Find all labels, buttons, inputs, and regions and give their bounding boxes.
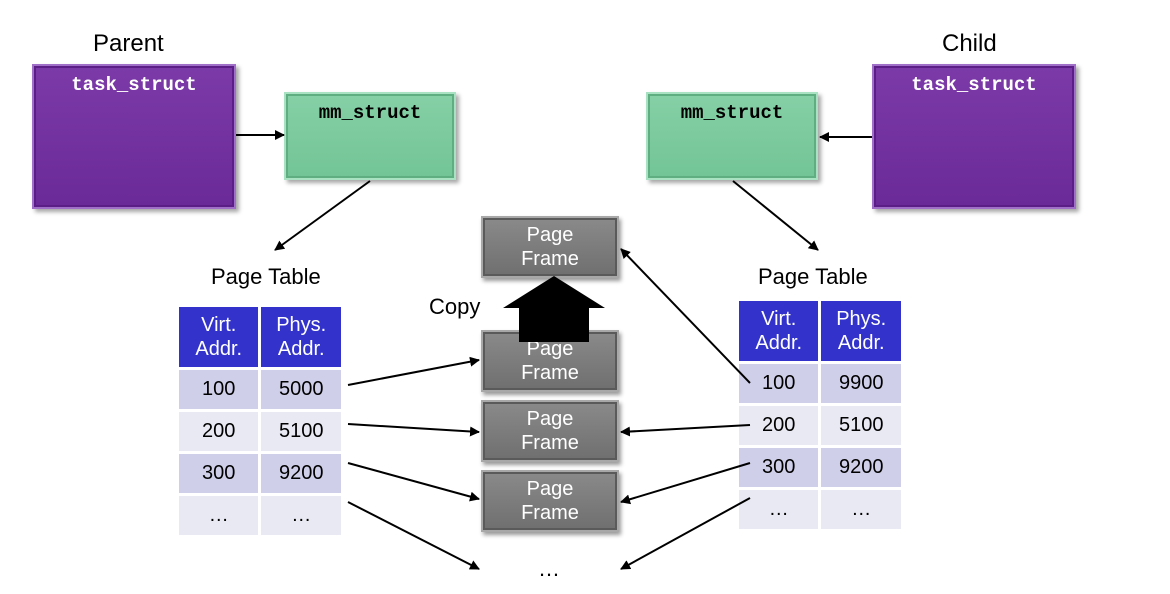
frame-label-line: Page	[526, 224, 574, 246]
arrow-child-row1	[620, 248, 751, 384]
page-frame-copied: Page Frame	[481, 216, 619, 278]
arrow-parent-row2	[347, 423, 480, 437]
phys-cell: 5000	[261, 370, 341, 409]
phys-cell: …	[261, 496, 341, 535]
phys-cell: 5100	[821, 406, 901, 445]
virt-cell: …	[179, 496, 259, 535]
parent-task-struct-label: task_struct	[71, 74, 197, 96]
frame-label-line: Frame	[521, 432, 579, 454]
phys-cell: 9900	[821, 364, 901, 403]
frame-label-line: Page	[526, 478, 574, 500]
frame-label-line: Frame	[521, 248, 579, 270]
copy-label: Copy	[429, 294, 481, 319]
phys-cell: 5100	[261, 412, 341, 451]
parent-task-struct: task_struct	[32, 64, 236, 209]
header-line: Addr.	[837, 332, 885, 354]
child-virt-header: Virt. Addr.	[739, 301, 819, 361]
child-mm-struct-label: mm_struct	[680, 102, 784, 124]
frame-label-line: Page	[526, 338, 574, 360]
table-row: 300 9200	[179, 454, 341, 493]
parent-mm-struct: mm_struct	[284, 92, 456, 180]
arrow-parent-row3	[347, 462, 480, 502]
arrow-child-row3	[620, 462, 751, 505]
table-row: 300 9200	[739, 448, 901, 487]
parent-page-table-title: Page Table	[211, 264, 321, 289]
table-row: 100 9900	[739, 364, 901, 403]
arrow-parent-mm-to-table	[274, 180, 371, 251]
child-page-table-title: Page Table	[758, 264, 868, 289]
frame-label-line: Frame	[521, 502, 579, 524]
table-row: 200 5100	[739, 406, 901, 445]
header-line: Addr.	[195, 338, 243, 360]
child-task-struct-label: task_struct	[911, 74, 1037, 96]
parent-page-table: Virt. Addr. Phys. Addr. 100 5000 200 510…	[176, 304, 344, 538]
child-title: Child	[942, 30, 997, 57]
virt-cell: 200	[739, 406, 819, 445]
parent-mm-struct-label: mm_struct	[318, 102, 422, 124]
arrow-child-mm-to-table	[732, 180, 819, 251]
header-line: Virt.	[201, 314, 237, 336]
arrow-child-row2	[620, 424, 751, 437]
table-row: 200 5100	[179, 412, 341, 451]
child-mm-struct: mm_struct	[646, 92, 818, 180]
header-line: Virt.	[761, 308, 797, 330]
child-page-table: Virt. Addr. Phys. Addr. 100 9900 200 510…	[736, 298, 904, 532]
arrow-parent-row1	[347, 356, 480, 386]
virt-cell: 300	[739, 448, 819, 487]
arrow-child-row4	[620, 497, 751, 570]
parent-title: Parent	[93, 30, 164, 57]
phys-cell: …	[821, 490, 901, 529]
virt-cell: …	[739, 490, 819, 529]
header-line: Phys.	[836, 308, 887, 330]
frame-label-line: Page	[526, 408, 574, 430]
table-row: … …	[739, 490, 901, 529]
copy-arrow	[503, 276, 605, 342]
phys-cell: 9200	[821, 448, 901, 487]
parent-virt-header: Virt. Addr.	[179, 307, 259, 367]
header-line: Addr.	[277, 338, 325, 360]
header-line: Phys.	[276, 314, 327, 336]
virt-cell: 100	[179, 370, 259, 409]
parent-phys-header: Phys. Addr.	[261, 307, 341, 367]
page-frame-2: Page Frame	[481, 400, 619, 462]
child-task-struct: task_struct	[872, 64, 1076, 209]
frame-label-line: Frame	[521, 362, 579, 384]
child-phys-header: Phys. Addr.	[821, 301, 901, 361]
header-line: Addr.	[755, 332, 803, 354]
phys-cell: 9200	[261, 454, 341, 493]
virt-cell: 300	[179, 454, 259, 493]
virt-cell: 200	[179, 412, 259, 451]
arrow-parent-row4	[347, 501, 480, 570]
frames-ellipsis: …	[538, 556, 560, 581]
virt-cell: 100	[739, 364, 819, 403]
table-row: 100 5000	[179, 370, 341, 409]
table-row: … …	[179, 496, 341, 535]
page-frame-3: Page Frame	[481, 470, 619, 532]
